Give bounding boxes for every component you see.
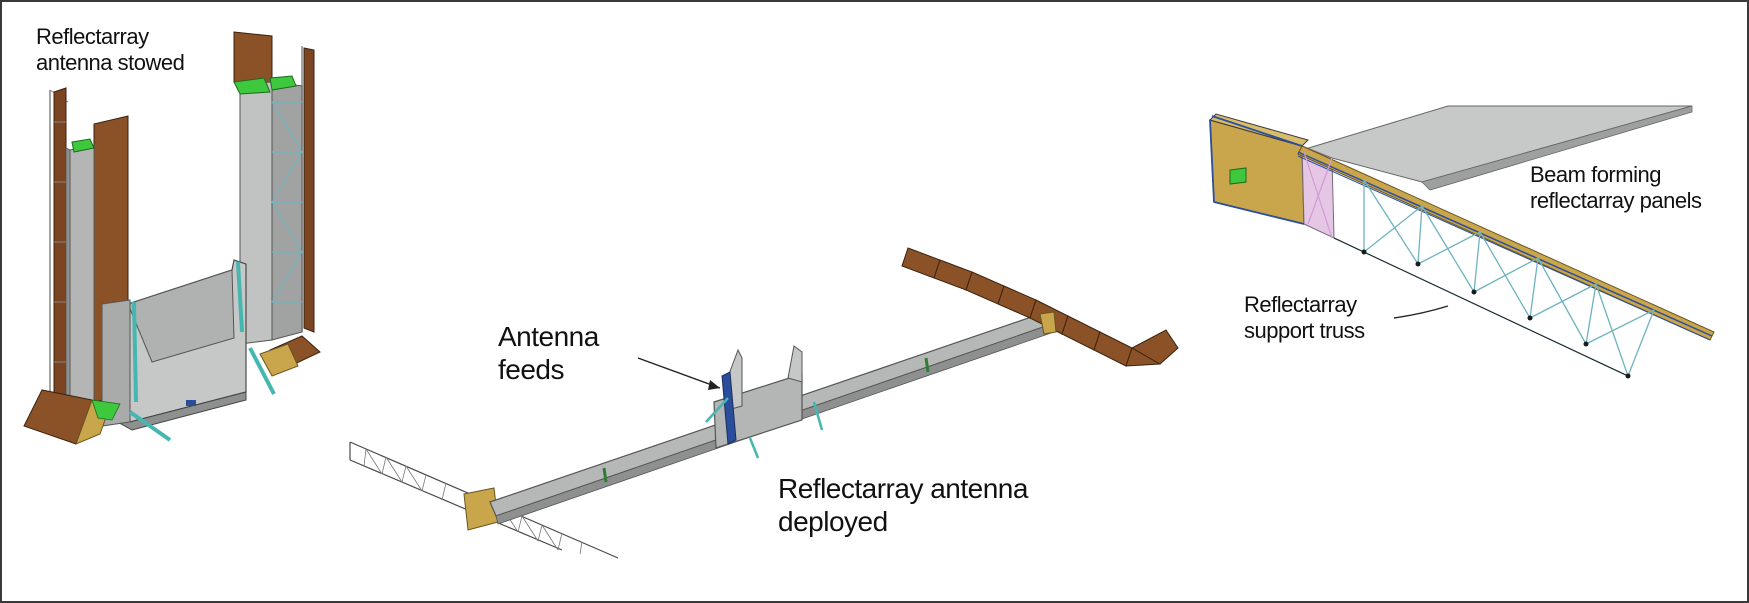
feeds-leader-line: [637, 357, 721, 389]
label-antenna-stowed: Reflectarray antenna stowed: [36, 24, 185, 75]
stowed-spacecraft: [23, 31, 321, 445]
label-antenna-feeds: Antenna feeds: [498, 321, 599, 386]
antenna-feed: [721, 371, 737, 445]
truss-leader-line: [1393, 305, 1449, 319]
stowed-boom-left: [69, 144, 95, 407]
label-support-truss: Reflectarray support truss: [1244, 292, 1365, 343]
label-antenna-deployed: Reflectarray antenna deployed: [778, 473, 1028, 538]
stowed-panel-left-outer: [53, 87, 67, 407]
deployed-reflectarray-panels: [901, 247, 1179, 367]
detail-view: [1209, 105, 1715, 379]
stowed-panel-right-outer: [303, 47, 315, 333]
label-beam-forming-panels: Beam forming reflectarray panels: [1530, 162, 1702, 213]
stowed-fitting-left: [71, 138, 95, 153]
stowed-fitting-right: [233, 77, 271, 95]
deployed-bus: [713, 373, 803, 449]
deployed-spacecraft: [349, 247, 1179, 559]
